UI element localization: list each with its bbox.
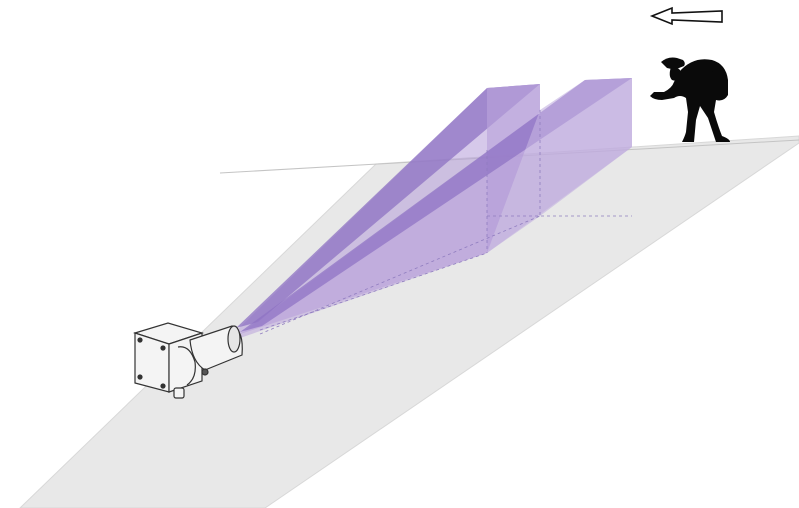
sensor-lens xyxy=(227,325,241,353)
beam-right-slab xyxy=(487,78,632,253)
sensor-cable-gland xyxy=(173,387,185,399)
beam-upper xyxy=(236,84,540,328)
beam-sensor-icon xyxy=(132,322,243,399)
person-silhouette-icon xyxy=(650,57,730,143)
detection-beams xyxy=(236,78,632,338)
beam-guide-lines xyxy=(259,110,632,335)
left-arrow-icon xyxy=(649,6,723,26)
